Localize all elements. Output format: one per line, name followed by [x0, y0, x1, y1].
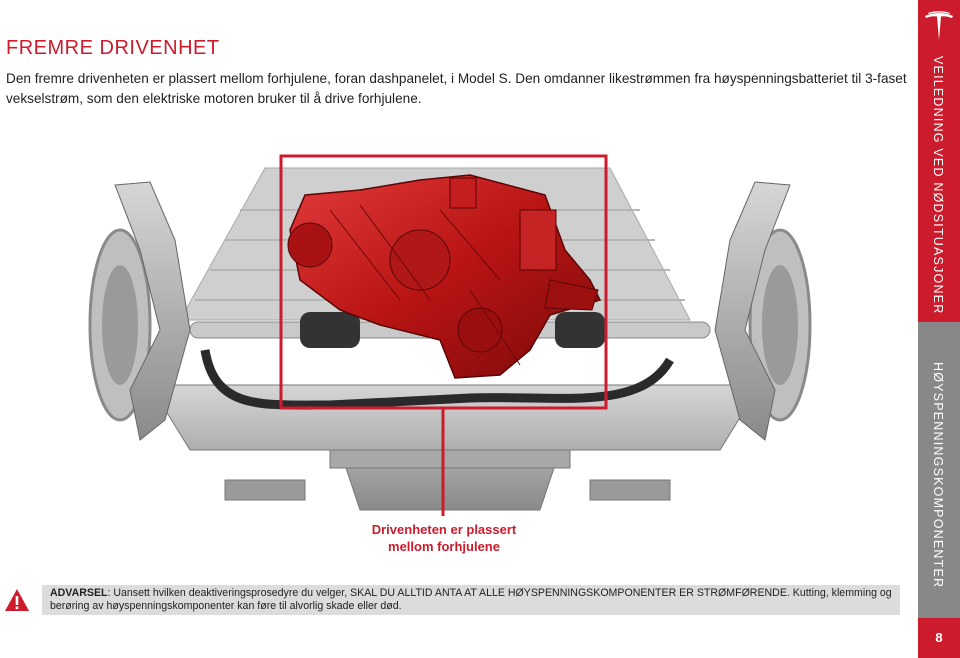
sidebar-section-top: VEILEDNING VED NØDSITUASJONER: [918, 0, 960, 322]
drive-unit-illustration: [88, 154, 812, 516]
page-title: FREMRE DRIVENHET: [6, 37, 220, 59]
sidebar-section-mid: HØYSPENNINGSKOMPONENTER: [918, 322, 960, 618]
warning-triangle-icon: [5, 589, 29, 611]
sidebar-page-tab: 8: [918, 618, 960, 658]
sidebar-label-top: VEILEDNING VED NØDSITUASJONER: [931, 56, 945, 315]
intro-paragraph: Den fremre drivenheten er plassert mello…: [6, 71, 907, 106]
warning-body: : Uansett hvilken deaktiveringsprosedyre…: [50, 587, 892, 612]
warning-label: ADVARSEL: [50, 587, 108, 599]
figure-caption-line1: Drivenheten er plassert: [371, 522, 517, 537]
tesla-logo-icon: [925, 11, 953, 40]
figure-caption: Drivenheten er plassert mellom forhjulen…: [362, 521, 526, 555]
page-number: 8: [935, 630, 943, 645]
sidebar-label-mid: HØYSPENNINGSKOMPONENTER: [931, 362, 945, 589]
sidebar: VEILEDNING VED NØDSITUASJONER HØYSPENNIN…: [918, 0, 960, 658]
warning-text: ADVARSEL: Uansett hvilken deaktiveringsp…: [50, 587, 896, 613]
figure-caption-line2: mellom forhjulene: [388, 539, 500, 554]
warning-box: ADVARSEL: Uansett hvilken deaktiveringsp…: [42, 585, 900, 615]
